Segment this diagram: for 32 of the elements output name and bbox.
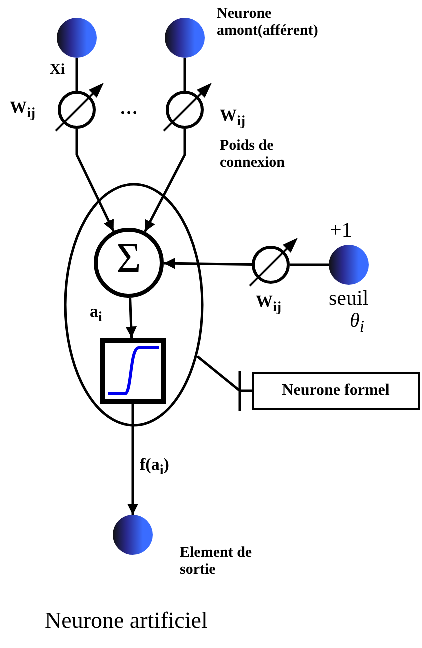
neuron-ball [113,515,153,555]
arrow [144,129,186,232]
weight-circle [252,246,290,284]
neuron-ball [329,245,369,285]
node-annotation: W$_{ij}$ [256,292,282,316]
connector-line [184,58,186,91]
node-annotation: seuil [329,286,369,310]
label-box [252,372,420,410]
arrow [76,129,115,232]
node-annotation: +1 [330,218,352,242]
box-label: Neurone formel [281,382,391,400]
node-annotation: Element de sortie [180,545,254,580]
connector-line [290,264,329,266]
sigma-symbol: Σ [116,238,142,280]
ellipsis-text: … [120,98,138,119]
arrow [164,258,252,270]
arrow [127,404,139,515]
node-annotation: W$_{ij}$ [10,98,36,122]
node-annotation: Neurone amont(afférent) [217,6,320,40]
activation-function-box [100,338,166,404]
arrow [126,298,137,338]
neuron-ball [165,18,205,58]
neuron-ball [57,18,97,58]
weight-circle [166,91,204,129]
weight-circle [58,91,96,129]
node-annotation: Poids de connexion [220,138,286,172]
neuron-ellipse [64,183,204,427]
node-annotation: θ$_{i}$ [350,310,364,336]
leader-line [196,355,254,412]
connector-line [76,58,78,91]
node-annotation: W$_{ij}$ [220,106,246,130]
caption: Neurone artificiel [45,608,208,634]
